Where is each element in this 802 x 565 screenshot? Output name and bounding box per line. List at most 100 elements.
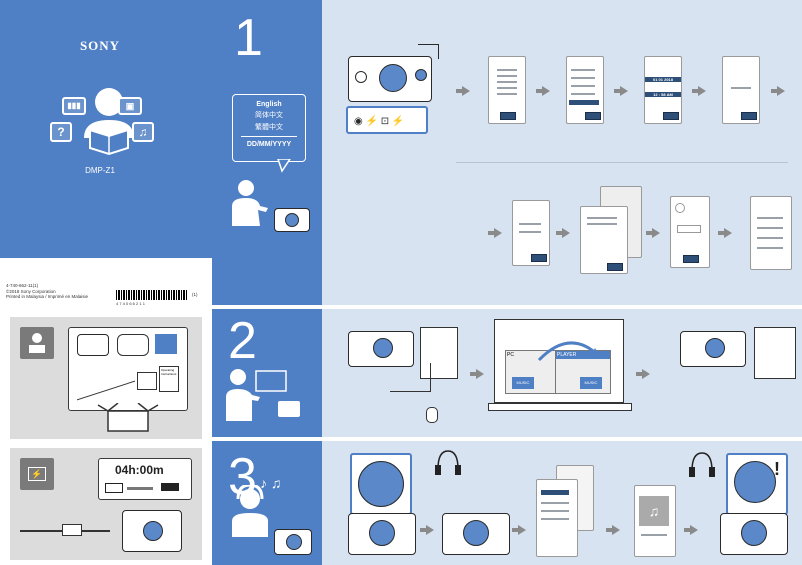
arrow [556,228,570,238]
usb-cable [390,363,431,392]
charge-time-box: 04h:00m [98,458,192,500]
step2-number: 2 [228,312,257,370]
music-notes-icon: ♪ ♫ [260,475,282,491]
bag-accessory [155,334,177,354]
music-note-icon: ♫ [132,122,154,142]
player-label: PLAYER [556,351,610,359]
charging-icon: ⚡ [28,467,46,481]
cover-panel: SONY ▮▮▮ ▣ ? ♫ DMP-Z1 [0,0,212,258]
back-info: 4-740-662-11(1) ©2018 Sony Corporation P… [6,283,206,300]
arrow [536,86,550,96]
step1-panel: 1 English 简体中文 繁體中文 DD/MM/YYYY [212,0,322,305]
player-accessory [77,334,109,356]
user-icon-box [20,327,54,359]
step2-device-right [680,331,746,367]
barcode [116,290,188,300]
step3-content: ♫ ! [322,441,802,565]
arrow [718,228,732,238]
time-display: 12 : 58 AM [645,92,681,97]
charge-arrow [127,487,153,490]
player-window: PLAYER MUSIC [555,350,611,394]
arrow [646,228,660,238]
pc-label: PC [507,352,514,358]
arrow [456,86,470,96]
language-traditional: 繁體中文 [255,124,283,131]
music-folder-right: MUSIC [580,377,602,389]
divider [456,162,788,163]
step3-device-3 [720,513,788,555]
copyright: ©2018 Sony Corporation [6,288,56,294]
laptop-base [488,403,632,411]
arrow [606,525,620,535]
cables-accessory [77,356,135,401]
user-icon [29,333,45,353]
arrow [692,86,706,96]
reader-icon [84,88,134,156]
language-bubble: English 简体中文 繁體中文 DD/MM/YYYY [232,94,306,162]
callout-box: ◉ ⚡ ⊡ ⚡ [346,106,428,134]
question-icon: ? [50,122,72,142]
arrow [636,369,650,379]
step2-content: PC MUSIC PLAYER MUSIC [322,309,802,437]
step2-panel: 2 [212,309,322,437]
step1-device [348,56,432,102]
case-accessory [117,334,149,356]
volume-callout [350,453,412,515]
volume-warning-icon: ! [774,459,780,479]
arrow [614,86,628,96]
charge-time: 04h:00m [115,463,164,477]
player-device-icon [274,208,310,232]
arrow [488,228,502,238]
manual-accessory: Operating Instructions [159,366,179,392]
printed-in: Printed in Malaysia / Imprimé en Malaisi… [6,294,89,299]
screen-language [566,56,604,124]
bubble-tail [277,159,291,173]
brand-logo: SONY [79,38,121,53]
battery-icon-box: ⚡ [20,458,54,490]
arrow [470,369,484,379]
album-art: ♫ [639,496,669,526]
screen-playing: ♫ [634,485,676,557]
battery-full-icon [161,483,179,491]
person-headphones-icon [232,485,268,537]
screen-2b [580,206,628,274]
screen-2a [512,200,550,266]
power-adapter [62,524,82,536]
barcode-suffix: (1) [192,292,198,297]
model-name: DMP-Z1 [85,166,115,175]
contents-box: Operating Instructions [68,327,188,411]
screen-datetime: 01 01 2018 12 : 58 AM [644,56,682,124]
screen-library [536,479,578,557]
drag-arrow [537,341,601,362]
open-box-icon [97,403,159,432]
step2-device [348,331,414,367]
language-english: English [256,101,282,108]
step3-device-icon [274,529,312,555]
mouse-icon [426,407,438,423]
arrow [420,525,434,535]
date-format: DD/MM/YYYY [246,141,292,148]
charging-device [122,510,182,552]
battery-icon: ▮▮▮ [62,97,86,115]
laptop-right [754,327,796,379]
package-panel: Operating Instructions [10,317,202,439]
pc-window: PC MUSIC [505,350,561,394]
step1-content: ◉ ⚡ ⊡ ⚡ 01 01 2018 12 : 58 AM [322,0,802,305]
laptop-left [420,327,458,379]
arrow [771,86,785,96]
folder-accessory [137,372,157,390]
briefcase-icon: ▣ [118,97,142,115]
person-icon [232,180,268,226]
charging-panel: ⚡ 04h:00m [10,448,202,560]
step3-device-1 [348,513,416,555]
screen-confirm [722,56,760,124]
screen-2c [670,196,710,268]
step3-panel: 3 ♪ ♫ [212,441,322,565]
laptop-drag: PC MUSIC PLAYER MUSIC [494,319,624,403]
arrow [512,525,526,535]
arrow [684,525,698,535]
part-number: 4-740-662-11(1) [6,283,39,288]
language-simplified: 简体中文 [255,112,283,119]
step3-device-2 [442,513,510,555]
headphones-icon [435,450,461,475]
